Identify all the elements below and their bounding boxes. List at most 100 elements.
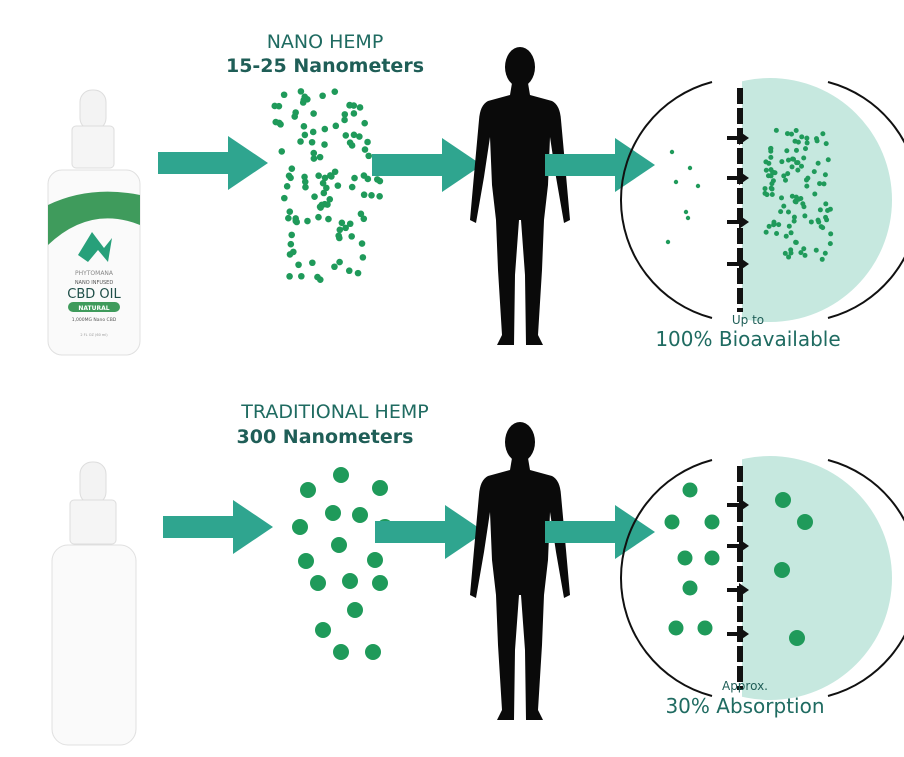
particle-dot <box>315 172 322 180</box>
particle-dot <box>316 153 324 161</box>
particle-dot <box>325 215 332 223</box>
particle-dot <box>823 201 829 207</box>
particle-dot <box>774 562 790 578</box>
particle-dot <box>285 172 293 180</box>
particle-dot <box>298 272 305 280</box>
particle-dot <box>803 146 809 152</box>
particle-dot <box>301 178 309 186</box>
particle-dot <box>792 198 798 204</box>
particle-dot <box>682 482 698 498</box>
particle-dot <box>272 118 280 126</box>
particle-dot <box>346 220 354 228</box>
particle-dot <box>351 174 358 182</box>
particle-dot <box>356 104 364 111</box>
particle-dot <box>359 254 367 261</box>
particle-dot <box>669 149 675 155</box>
particle-dot <box>822 250 828 256</box>
particle-dot <box>320 189 328 197</box>
particle-dot <box>357 210 365 218</box>
particle-dot <box>779 195 785 201</box>
particle-dot <box>292 519 308 535</box>
particle-dot <box>352 507 368 523</box>
brand-logo-icon <box>78 232 112 262</box>
particle-dot <box>288 231 296 239</box>
particle-dot <box>280 91 288 99</box>
particle-dot <box>348 183 356 191</box>
particle-dot <box>786 223 792 229</box>
particle-dot <box>376 192 383 200</box>
particle-dot <box>310 110 317 117</box>
particle-dot <box>314 273 321 281</box>
particle-dot <box>677 550 693 566</box>
particle-dot <box>812 191 818 197</box>
particle-dot <box>817 181 823 187</box>
particle-dot <box>771 219 777 225</box>
particle-dot <box>697 620 713 636</box>
particle-dot <box>345 267 353 275</box>
particle-dot <box>804 135 810 141</box>
particle-dot <box>315 213 322 221</box>
particle-dot <box>361 146 369 153</box>
particle-dot <box>786 254 792 260</box>
particle-dot <box>827 206 833 212</box>
particle-dot <box>783 177 789 183</box>
particle-dot <box>814 138 820 144</box>
nano-bottle: PHYTOMANA NANO INFUSED CBD OIL NATURAL 1… <box>47 89 141 356</box>
arrow-icon <box>372 138 482 192</box>
particle-dot <box>290 248 297 256</box>
particle-dot <box>321 141 328 148</box>
label-line: NANO INFUSED <box>75 280 114 286</box>
particle-dot <box>331 537 347 553</box>
particle-dot <box>795 167 801 173</box>
particle-dot <box>763 167 769 173</box>
particle-dot <box>275 102 283 110</box>
particle-dot <box>311 193 318 200</box>
particle-dot <box>310 149 318 157</box>
particle-dot <box>766 160 772 166</box>
particle-dot <box>664 514 680 530</box>
particle-dot <box>788 247 794 253</box>
particle-dot <box>291 113 299 120</box>
barrier-arrow-icon <box>727 583 749 597</box>
particle-dot <box>782 250 788 256</box>
particle-dot <box>365 644 381 660</box>
particle-dot <box>781 203 787 209</box>
traditional-particle-cloud <box>292 467 393 660</box>
particle-dot <box>364 175 372 183</box>
particle-dot <box>297 138 304 145</box>
particle-dot <box>331 88 339 95</box>
particle-dot <box>348 233 355 240</box>
particle-dot <box>802 213 808 219</box>
particle-dot <box>789 164 795 170</box>
particle-dot <box>815 217 821 223</box>
particle-dot <box>300 482 316 498</box>
particle-dot <box>302 183 309 191</box>
particle-dot <box>331 263 338 271</box>
traditional-title: TRADITIONAL HEMP <box>240 401 428 423</box>
particle-dot <box>773 127 779 133</box>
particle-dot <box>682 580 698 596</box>
barrier-arrow-icon <box>727 257 749 271</box>
particle-dot <box>763 229 769 235</box>
particle-dot <box>791 156 797 162</box>
particle-dot <box>823 141 829 147</box>
particle-dot <box>316 203 324 211</box>
particle-dot <box>323 184 330 192</box>
particle-dot <box>768 154 774 160</box>
particle-dot <box>704 514 720 530</box>
particle-dot <box>822 172 828 178</box>
particle-dot <box>287 240 295 248</box>
strength-text: 1,000MG Nano CBD <box>72 317 117 323</box>
particle-dot <box>789 630 805 646</box>
particle-dot <box>372 480 388 496</box>
barrier-arrow-icon <box>727 171 749 185</box>
particle-dot <box>286 208 294 215</box>
human-silhouette-icon <box>470 47 570 345</box>
particle-dot <box>315 622 331 638</box>
particle-dot <box>781 173 787 179</box>
particle-dot <box>356 133 363 140</box>
traditional-absorption-panel <box>620 456 904 700</box>
particle-dot <box>802 252 808 258</box>
particle-dot <box>768 146 774 152</box>
